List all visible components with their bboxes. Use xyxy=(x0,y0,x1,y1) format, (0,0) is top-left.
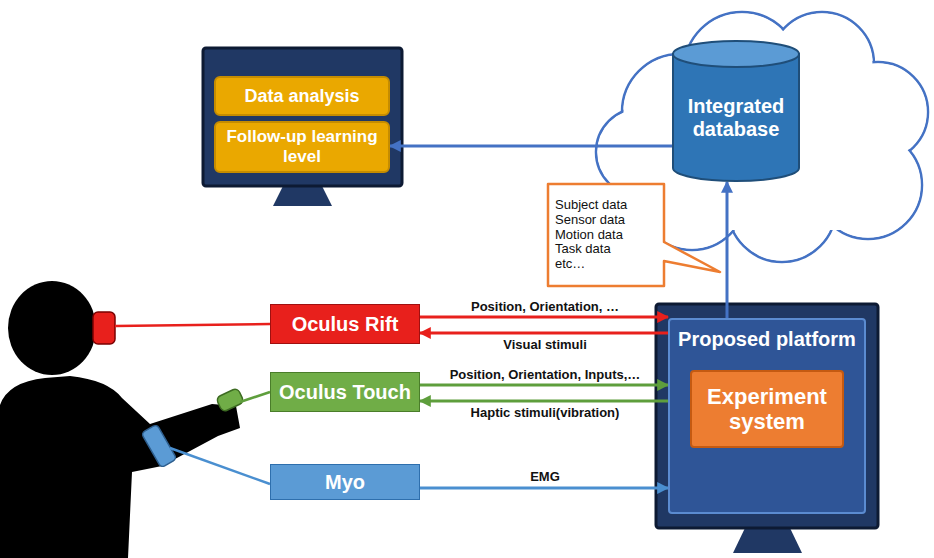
monitor-screen xyxy=(203,48,402,186)
device-box: Oculus Touch xyxy=(270,372,420,412)
node-label: Integrated database xyxy=(680,95,792,141)
person-silhouette xyxy=(0,281,244,558)
callout-bubble xyxy=(548,184,720,286)
flow-arrow xyxy=(726,182,729,318)
node-label: Data analysis xyxy=(244,86,359,107)
flow-arrow xyxy=(420,384,668,387)
flow-arrow xyxy=(420,316,668,319)
data-item: Task data xyxy=(555,242,611,257)
database-cylinder: Integrated database xyxy=(672,40,800,182)
device-line xyxy=(115,324,270,326)
cylinder-body xyxy=(673,54,799,181)
signal-label: Visual stimuli xyxy=(501,337,589,352)
node-label: Oculus Rift xyxy=(292,313,399,336)
data-item: etc… xyxy=(555,257,585,272)
flow-arrow xyxy=(420,332,668,335)
headset xyxy=(93,312,115,344)
signal-label: Haptic stimuli(vibration) xyxy=(469,405,622,420)
monitor-screen xyxy=(656,304,878,528)
device-line xyxy=(240,392,270,402)
controller xyxy=(216,388,245,413)
body xyxy=(0,376,240,558)
flow-arrow xyxy=(420,487,668,490)
data-callout: Subject dataSensor dataMotion dataTask d… xyxy=(547,183,665,287)
analysis-box: Follow-up learning level xyxy=(214,121,390,173)
head xyxy=(8,281,96,375)
signal-label: Position, Orientation, … xyxy=(469,299,621,314)
system-box: Experiment system xyxy=(690,370,844,448)
data-item: Subject data xyxy=(555,198,627,213)
node-label: Myo xyxy=(325,471,365,494)
device-line xyxy=(170,448,270,484)
data-item: Sensor data xyxy=(555,213,625,228)
monitor-stand xyxy=(273,186,332,206)
node-label: Oculus Touch xyxy=(279,381,411,404)
platform-box: Proposed platformExperiment system xyxy=(668,318,866,514)
monitor-stand xyxy=(733,528,802,553)
node-label: Follow-up learning level xyxy=(224,127,380,166)
analysis-monitor xyxy=(203,48,402,206)
platform-monitor xyxy=(656,304,878,553)
node-label: Experiment system xyxy=(700,384,834,435)
flow-arrow xyxy=(390,145,672,148)
device-box: Myo xyxy=(270,464,420,500)
node-label: Proposed platform xyxy=(678,328,856,351)
flow-arrow xyxy=(420,400,668,403)
analysis-box: Data analysis xyxy=(214,76,390,116)
signal-label: Position, Orientation, Inputs,… xyxy=(448,367,643,382)
cylinder-top xyxy=(673,41,799,67)
data-item: Motion data xyxy=(555,228,623,243)
armband xyxy=(141,424,177,468)
device-box: Oculus Rift xyxy=(270,304,420,344)
signal-label: EMG xyxy=(528,469,562,484)
